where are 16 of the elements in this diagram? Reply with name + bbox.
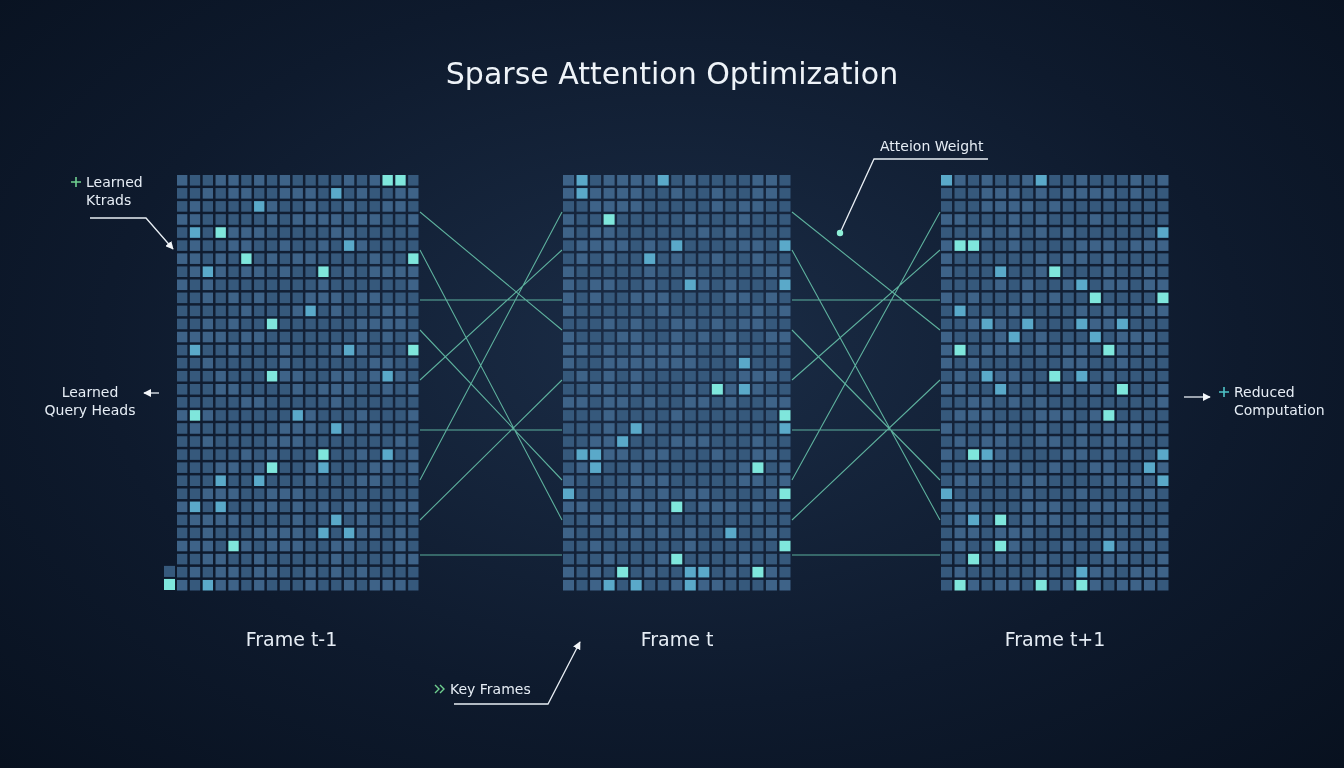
- title: Sparse Attention Optimization: [445, 56, 899, 91]
- arrow: [1183, 393, 1211, 401]
- callout-text: Learned Query Heads: [43, 383, 137, 419]
- callout-text: Key Frames: [450, 680, 531, 698]
- arrow: [143, 389, 160, 397]
- attention-lines: [419, 211, 563, 556]
- frame-label: Frame t: [640, 628, 714, 650]
- callout-text: Reduced Computation: [1234, 383, 1325, 419]
- frame-label: Frame t+1: [1004, 628, 1106, 650]
- attention-lines: [791, 211, 941, 556]
- callout-text: Learned Ktrads: [86, 173, 144, 209]
- leader-line: [836, 158, 989, 237]
- frame-label: Frame t-1: [245, 628, 338, 650]
- callout-text: Atteion Weight: [880, 137, 985, 155]
- arrow: [89, 217, 174, 250]
- arrow: [453, 641, 581, 705]
